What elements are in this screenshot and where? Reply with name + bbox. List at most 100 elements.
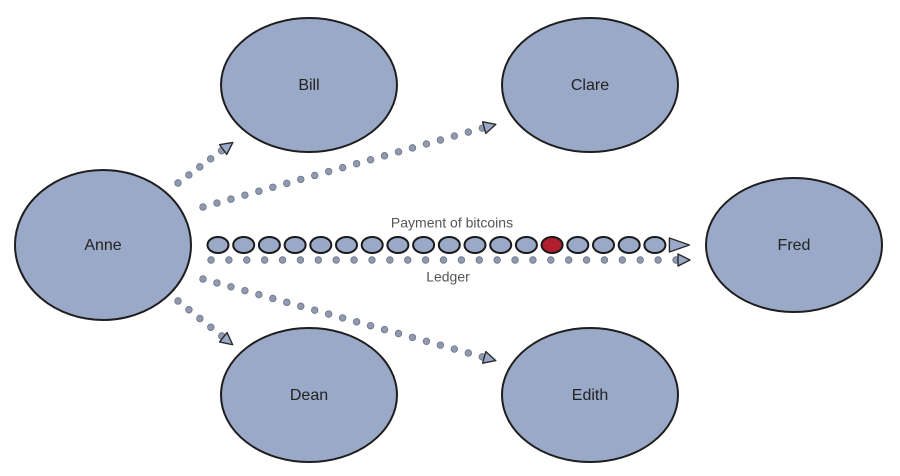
bitcoin-coin <box>617 236 641 254</box>
edge-dot <box>404 256 412 264</box>
edge-dot <box>394 329 403 338</box>
edge-dot <box>600 256 609 264</box>
node-bill-ellipse[interactable] <box>220 17 398 153</box>
edge-dot <box>408 333 417 342</box>
node-clare-label: Clare <box>571 77 609 94</box>
edge-dot <box>269 294 277 303</box>
edge-dot <box>366 156 375 164</box>
edge-dot <box>283 298 291 307</box>
node-anne-ellipse[interactable] <box>14 169 192 321</box>
edge-dot <box>199 203 207 211</box>
node-edith[interactable]: Edith <box>501 327 679 463</box>
edge-dot <box>618 256 627 264</box>
edge-dot <box>564 256 573 264</box>
edge-anne-dean <box>174 297 234 346</box>
bitcoin-coin <box>257 236 281 254</box>
arrowhead-icon <box>481 121 497 135</box>
edge-dot <box>296 256 305 264</box>
edge-dot <box>297 302 305 310</box>
edge-dot <box>297 175 305 184</box>
node-edith-ellipse[interactable] <box>501 327 679 463</box>
node-dean-ellipse[interactable] <box>220 327 398 463</box>
edge-dot <box>457 256 466 264</box>
node-dean-label: Dean <box>290 387 328 404</box>
bitcoin-coin <box>309 236 333 254</box>
edge-dot <box>185 306 193 314</box>
edge-dot <box>324 167 333 176</box>
bitcoin-coin <box>283 236 307 254</box>
edge-dot <box>269 183 277 191</box>
edge-dot <box>243 256 251 264</box>
arrowhead-icon <box>677 253 691 267</box>
edge-dot <box>421 256 430 264</box>
edge-dot <box>352 159 361 168</box>
bitcoin-coin-highlighted <box>540 236 564 254</box>
edge-dot <box>422 337 431 345</box>
edge-dot <box>225 256 233 264</box>
edge-dot <box>352 318 361 326</box>
edge-dot <box>199 275 207 283</box>
edge-dot <box>255 187 263 195</box>
edge-dot <box>529 256 537 264</box>
edge-dot <box>380 325 389 334</box>
edge-dot <box>436 136 445 144</box>
edge-dot <box>547 256 555 264</box>
edge-anne-edith <box>199 275 497 364</box>
bitcoin-coin <box>592 236 615 254</box>
bitcoin-coin <box>566 236 590 254</box>
edge-dot <box>207 256 215 264</box>
edge-dot <box>324 310 333 318</box>
edge-anne-clare <box>199 121 497 211</box>
edge-dot <box>314 256 323 264</box>
edge-dot <box>386 256 394 264</box>
bitcoin-coin <box>412 236 436 254</box>
edge-dot <box>450 132 459 140</box>
edge-dot <box>196 163 204 171</box>
node-edith-label: Edith <box>572 387 608 404</box>
arrowhead-icon <box>218 141 234 156</box>
edge-dot <box>278 256 287 264</box>
edge-dot <box>368 256 376 264</box>
payment-coin-chain <box>206 236 691 254</box>
edge-dot <box>394 148 403 156</box>
edge-dot <box>511 256 519 264</box>
node-fred[interactable]: Fred <box>705 177 883 313</box>
node-fred-ellipse[interactable] <box>705 177 883 313</box>
edge-dot <box>439 256 448 264</box>
edge-dot <box>408 144 417 152</box>
node-dean[interactable]: Dean <box>220 327 398 463</box>
edge-dot <box>636 256 644 264</box>
edge-dot <box>213 279 221 287</box>
edge-dot <box>311 306 319 314</box>
edge-dot <box>227 195 235 203</box>
payment-arrowhead-icon <box>668 237 691 253</box>
bitcoin-coin <box>360 236 384 254</box>
edge-dot <box>174 297 182 305</box>
edge-dot <box>283 179 291 188</box>
edge-dot <box>332 256 340 264</box>
node-clare[interactable]: Clare <box>501 17 679 153</box>
edge-dot <box>206 155 215 163</box>
edge-dot <box>436 341 445 349</box>
node-clare-ellipse[interactable] <box>501 17 679 153</box>
edge-dot <box>196 314 204 323</box>
edge-dot <box>582 256 591 264</box>
edges-layer <box>174 121 691 364</box>
bitcoin-coin <box>437 236 461 254</box>
edge-dot <box>174 179 182 187</box>
edge-anne-fred-ledger <box>207 253 691 267</box>
bitcoin-coin <box>463 236 487 254</box>
edge-dot <box>255 290 263 299</box>
edge-dot <box>260 256 269 264</box>
edge-dot <box>493 256 501 264</box>
node-bill[interactable]: Bill <box>220 17 398 153</box>
node-bill-label: Bill <box>298 77 319 94</box>
arrowhead-icon <box>481 350 497 364</box>
edge-anne-bill <box>174 141 234 187</box>
bitcoin-coin <box>206 236 230 254</box>
node-anne-label: Anne <box>84 237 121 254</box>
edge-dot <box>227 283 235 291</box>
edge-dot <box>422 140 431 148</box>
node-anne[interactable]: Anne <box>14 169 192 321</box>
edge-dot <box>338 163 347 172</box>
